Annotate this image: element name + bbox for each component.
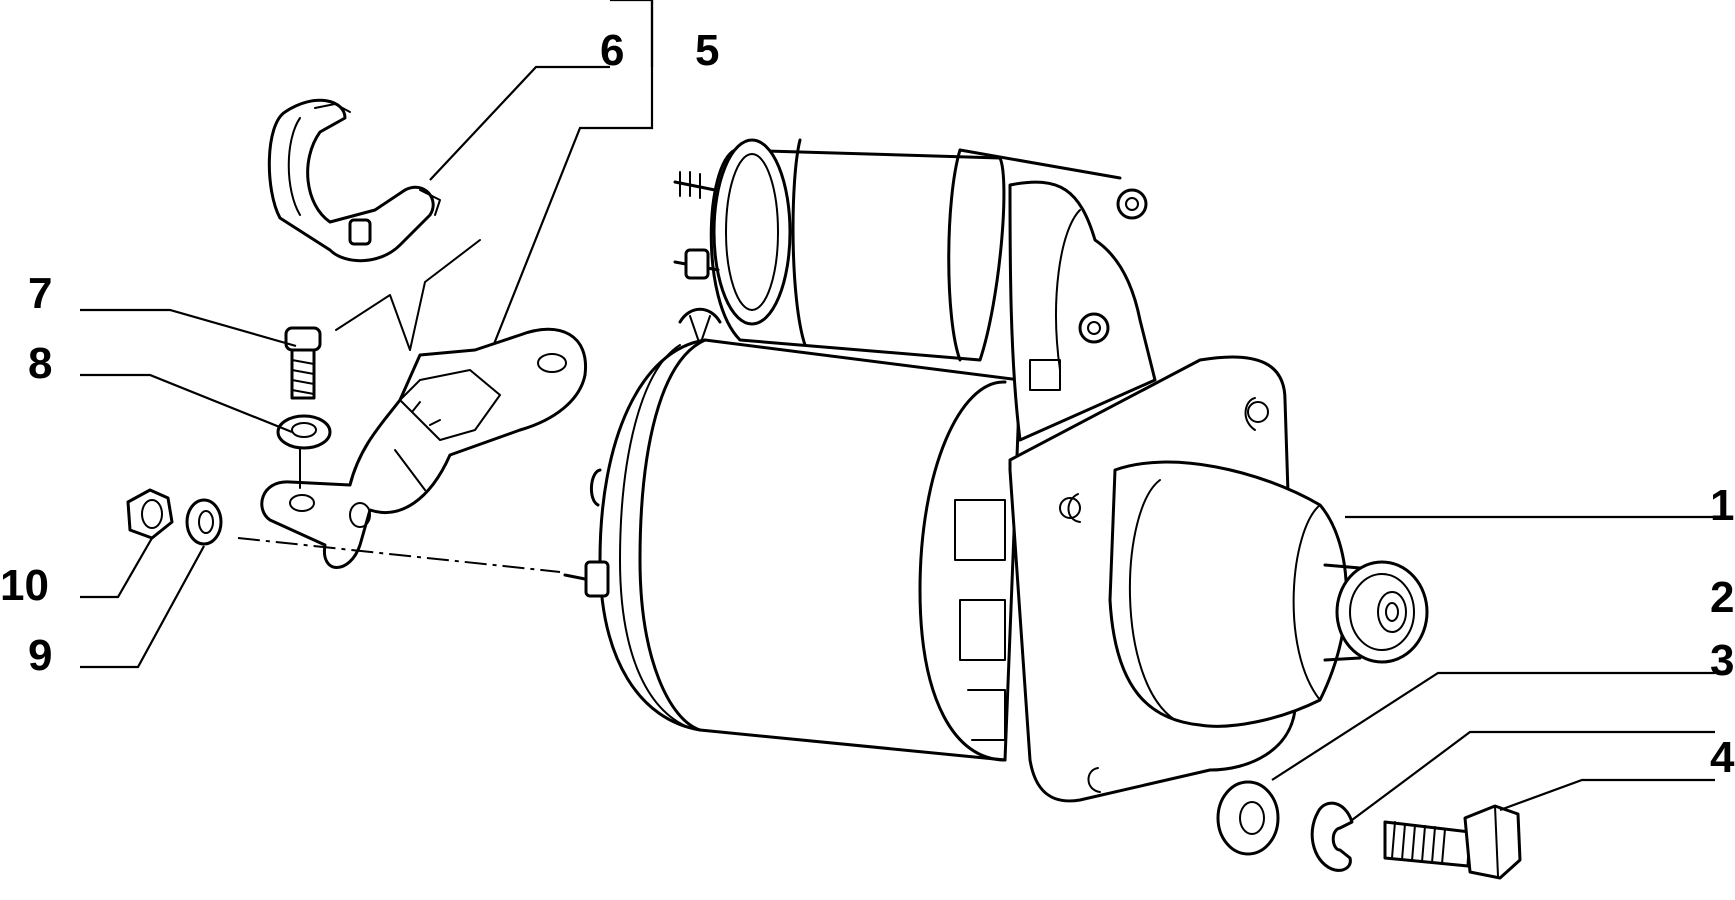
solenoid [673,138,1122,362]
callout-5: 5 [695,26,719,75]
leader-lines [80,0,1715,821]
support-bracket [260,239,588,569]
motor-housing [563,338,1022,762]
callout-8: 8 [28,339,52,388]
callout-6: 6 [600,26,624,75]
lock-washer [1310,801,1354,872]
assembly-axis-line [237,537,561,573]
washer-small [276,414,332,489]
leader-2 [1271,671,1715,781]
callout-10: 10 [0,561,49,610]
drive-end-housing [1008,180,1157,442]
callout-4: 4 [1710,733,1735,782]
washer-large [1216,780,1280,856]
callout-3: 3 [1710,636,1734,685]
callout-7: 7 [28,269,52,318]
leader-5 [492,0,654,345]
leader-8 [80,373,293,434]
bolt-small [284,326,322,400]
starter-motor [563,138,1429,803]
callout-9: 9 [28,631,52,680]
nut [126,488,174,540]
callout-1: 1 [1710,481,1734,530]
leader-3 [1351,730,1715,821]
leader-9 [80,545,205,669]
leader-7 [80,308,297,348]
bracket-5-6 [610,0,654,67]
pinion-nose [1108,460,1429,728]
bolt-large [1383,804,1522,880]
cable-clip [267,98,441,263]
spring-washer [185,498,223,546]
callout-2: 2 [1710,573,1734,622]
callout-numbers: 1 2 3 4 5 6 7 8 9 10 [0,26,1735,782]
leader-6 [429,65,610,181]
leader-4 [1499,778,1715,812]
leader-10 [80,537,153,599]
